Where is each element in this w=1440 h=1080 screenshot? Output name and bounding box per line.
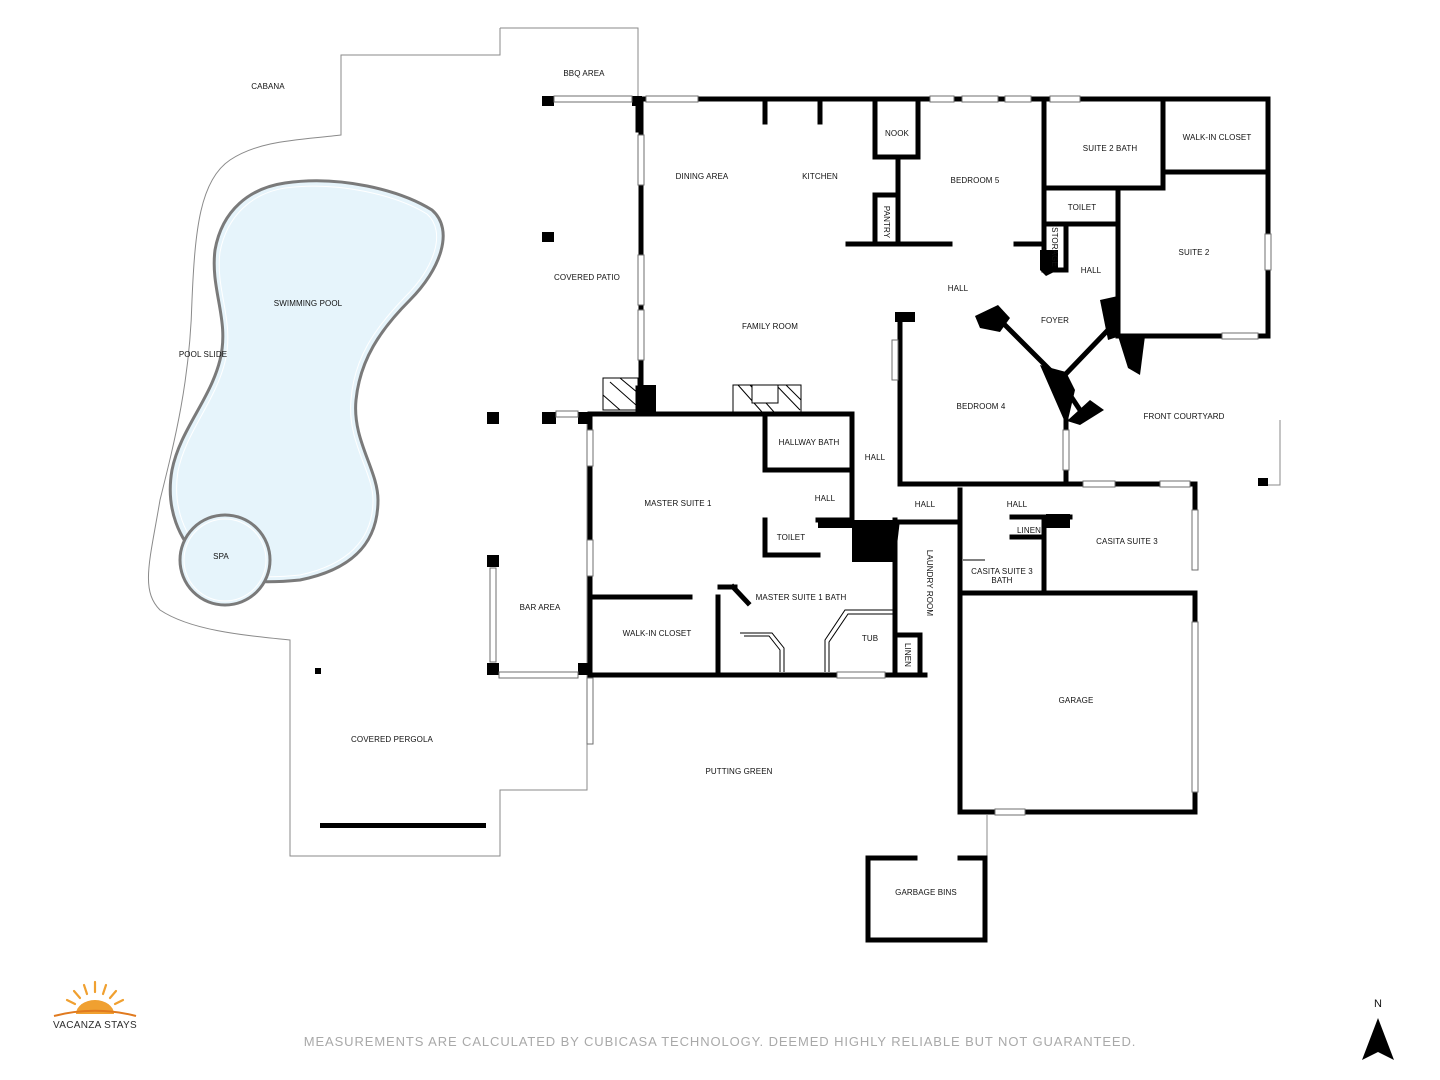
label-garbage-bins: GARBAGE BINS [895, 888, 957, 897]
vacanza-stays-logo: VACANZA STAYS [40, 978, 150, 1038]
label-covered-pergola: COVERED PERGOLA [351, 735, 434, 744]
windows [489, 95, 1272, 816]
logo-text: VACANZA STAYS [53, 1020, 137, 1031]
label-spa: SPA [213, 552, 229, 561]
label-hall-center: HALL [948, 284, 969, 293]
label-linen-lower: LINEN [903, 643, 912, 667]
label-front-courtyard: FRONT COURTYARD [1143, 412, 1224, 421]
label-linen-casita: LINEN [1017, 526, 1041, 535]
label-master-suite-1-bath: MASTER SUITE 1 BATH [756, 593, 847, 602]
pool-inner-edge [176, 185, 438, 578]
spa [178, 513, 272, 607]
label-garage: GARAGE [1059, 696, 1094, 705]
bath-fixtures [740, 559, 985, 672]
label-kitchen: KITCHEN [802, 172, 838, 181]
label-hallway-bath: HALLWAY BATH [779, 438, 840, 447]
label-hall-mid: HALL [865, 453, 886, 462]
label-walk-in-closet-suite2: WALK-IN CLOSET [1183, 133, 1252, 142]
label-laundry-room: LAUNDRY ROOM [925, 550, 934, 616]
fireplaces [602, 377, 802, 413]
north-arrow-icon [1362, 1018, 1394, 1060]
label-suite-2: SUITE 2 [1179, 248, 1210, 257]
label-casita-suite-3-bath-2: BATH [991, 576, 1012, 585]
label-nook: NOOK [885, 129, 910, 138]
label-putting-green: PUTTING GREEN [705, 767, 772, 776]
label-bedroom-4: BEDROOM 4 [957, 402, 1006, 411]
label-bbq-area: BBQ AREA [563, 69, 605, 78]
label-tub: TUB [862, 634, 878, 643]
label-walk-in-closet-master: WALK-IN CLOSET [623, 629, 692, 638]
label-pantry: PANTRY [882, 206, 891, 239]
label-hall-small: HALL [815, 494, 836, 503]
label-hall-casita: HALL [1007, 500, 1028, 509]
label-storage: STORAGE [1050, 227, 1059, 267]
courtyard-line [1262, 420, 1281, 486]
columns [315, 96, 1268, 828]
walls [587, 96, 1271, 943]
label-casita-suite-3: CASITA SUITE 3 [1096, 537, 1158, 546]
label-toilet-master: TOILET [777, 533, 805, 542]
label-cabana: CABANA [251, 82, 285, 91]
label-covered-patio: COVERED PATIO [554, 273, 620, 282]
label-hall-laundry: HALL [915, 500, 936, 509]
spa-inner-edge [183, 518, 267, 602]
disclaimer-text: MEASUREMENTS ARE CALCULATED BY CUBICASA … [303, 1034, 1137, 1049]
label-casita-suite-3-bath: CASITA SUITE 3 [971, 567, 1033, 576]
label-foyer: FOYER [1041, 316, 1069, 325]
sunrise-icon [53, 980, 137, 1017]
label-suite-2-bath: SUITE 2 BATH [1083, 144, 1138, 153]
label-pool-slide: POOL SLIDE [179, 350, 227, 359]
pool-deck-outline [148, 27, 639, 857]
label-family-room: FAMILY ROOM [742, 322, 798, 331]
room-labels: CABANA BBQ AREA SWIMMING POOL POOL SLIDE… [179, 69, 1251, 897]
label-bedroom-5: BEDROOM 5 [951, 176, 1000, 185]
label-swimming-pool: SWIMMING POOL [274, 299, 343, 308]
label-hall-upper: HALL [1081, 266, 1102, 275]
label-toilet-suite2: TOILET [1068, 203, 1096, 212]
label-master-suite-1: MASTER SUITE 1 [644, 499, 712, 508]
label-dining-area: DINING AREA [676, 172, 729, 181]
swimming-pool [168, 179, 445, 584]
label-bar-area: BAR AREA [520, 603, 561, 612]
north-compass: N [1356, 998, 1400, 1064]
north-label: N [1374, 998, 1382, 1010]
